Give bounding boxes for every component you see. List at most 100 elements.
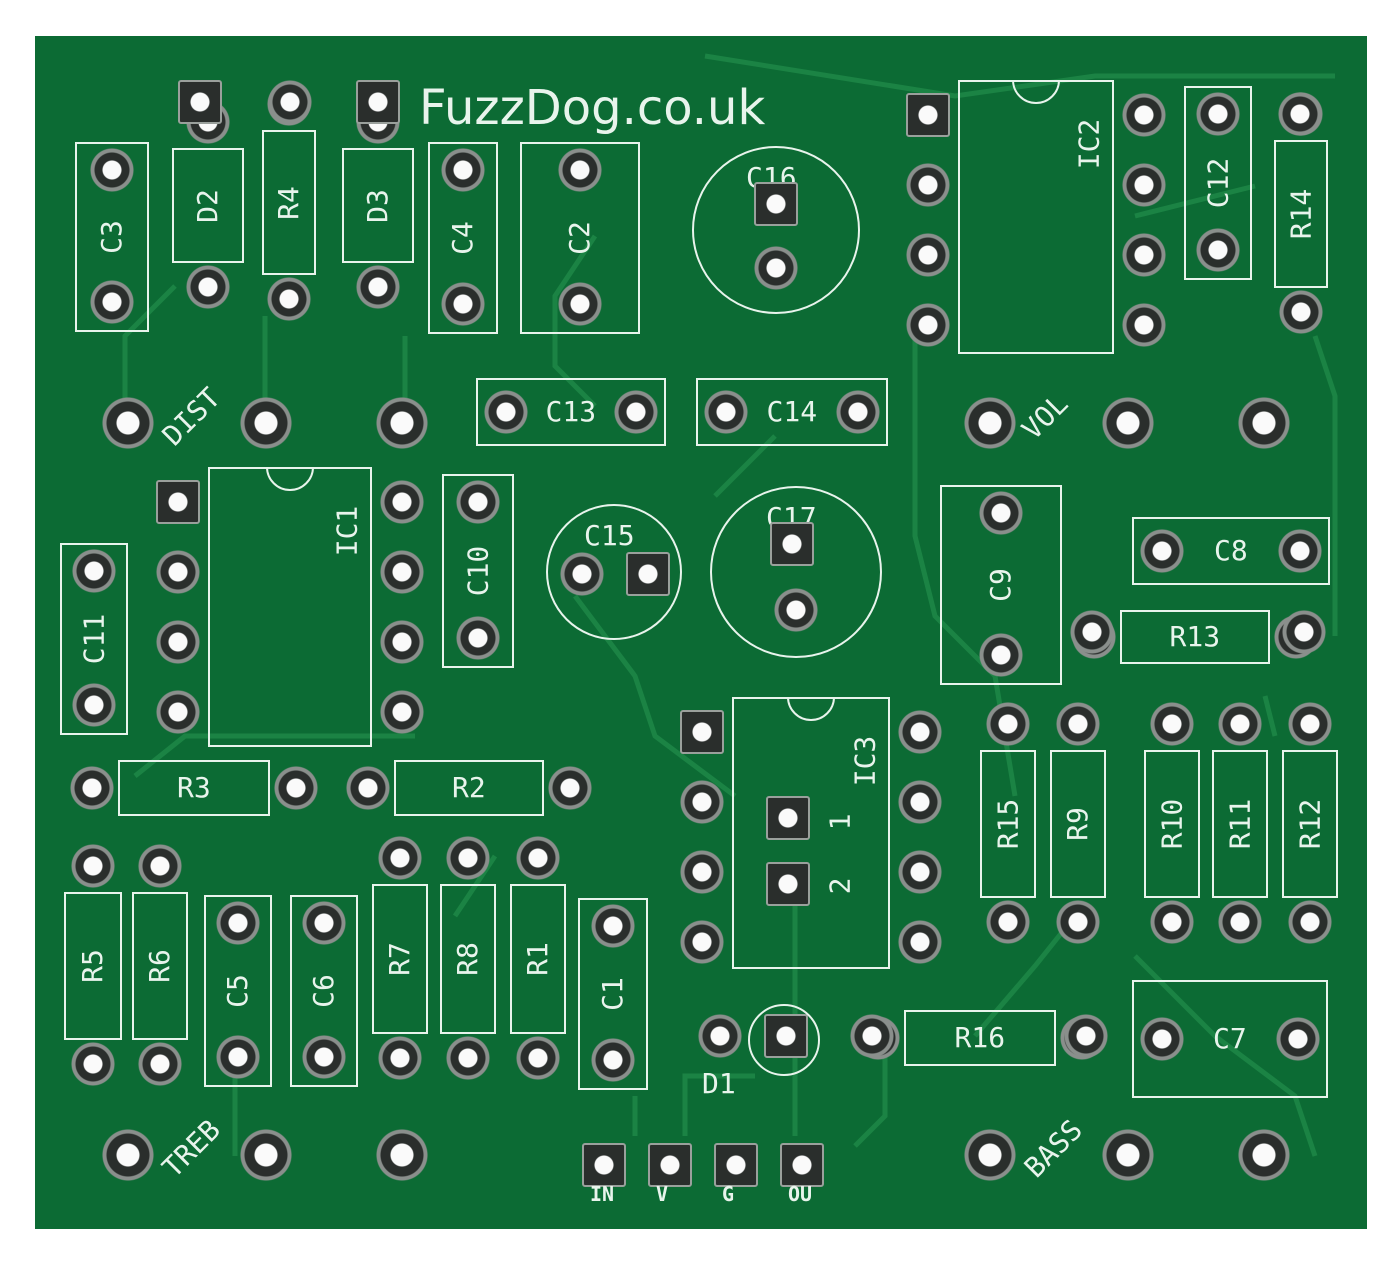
solder-pad	[898, 780, 942, 824]
part-outline-r8	[440, 884, 496, 1034]
solder-pad	[72, 549, 116, 593]
solder-pad	[72, 683, 116, 727]
solder-pad	[1140, 529, 1184, 573]
solder-pad	[1101, 1128, 1155, 1182]
solder-pad	[186, 265, 230, 309]
part-label: R3	[177, 771, 211, 804]
part-label: R7	[382, 942, 416, 976]
ic-label: IC1	[330, 505, 364, 557]
solder-pad	[558, 282, 602, 326]
part-outline-c10	[442, 474, 514, 668]
solder-pad	[156, 690, 200, 734]
solder-pad	[156, 550, 200, 594]
solder-pad	[979, 491, 1023, 535]
solder-pad	[680, 920, 724, 964]
solder-pad	[906, 93, 950, 137]
solder-pad	[239, 396, 293, 450]
part-label: R6	[142, 949, 176, 983]
solder-pad	[698, 1014, 742, 1058]
part-outline-r14	[1274, 140, 1328, 288]
solder-pad	[446, 1036, 490, 1080]
part-outline-d2	[172, 148, 244, 263]
ic-label: IC3	[848, 735, 882, 787]
header-pin-label: G	[722, 1182, 735, 1206]
part-outline-r6	[132, 892, 188, 1040]
solder-pad	[1218, 900, 1262, 944]
solder-pad	[346, 766, 390, 810]
part-outline-c11	[60, 543, 128, 735]
solder-pad	[375, 1128, 429, 1182]
part-label: C14	[766, 395, 818, 428]
solder-pad	[614, 390, 658, 434]
part-label: R1	[520, 942, 554, 976]
solder-pad	[898, 850, 942, 894]
solder-pad	[582, 1143, 626, 1187]
solder-pad	[1237, 1128, 1291, 1182]
header-pin-label: OU	[788, 1182, 813, 1206]
solder-pad	[456, 616, 500, 660]
solder-pad	[680, 850, 724, 894]
solder-pad	[986, 900, 1030, 944]
solder-pad	[216, 901, 260, 945]
solder-pad	[898, 920, 942, 964]
solder-pad	[380, 690, 424, 734]
part-label: R8	[450, 942, 484, 976]
solder-pad	[101, 1128, 155, 1182]
electrolytic-outline	[546, 504, 682, 640]
part-outline-c12	[1184, 86, 1252, 280]
part-outline-r12	[1282, 750, 1338, 898]
part-outline-r3	[118, 760, 270, 816]
part-outline-c3	[75, 142, 149, 332]
solder-pad	[1196, 228, 1240, 272]
electrolytic-outline	[692, 146, 860, 314]
part-outline-r1	[510, 884, 566, 1034]
solder-pad	[1056, 702, 1100, 746]
part-label: C13	[545, 395, 597, 428]
solder-pad	[680, 710, 724, 754]
solder-pad	[90, 280, 134, 324]
electrolytic-outline	[710, 486, 882, 658]
solder-pad	[770, 522, 814, 566]
solder-pad	[648, 1143, 692, 1187]
header-pin-label: IN	[590, 1182, 615, 1206]
part-outline-c14	[696, 378, 888, 446]
solder-pad	[1279, 290, 1323, 334]
part-label: R11	[1222, 798, 1256, 850]
solder-pad	[898, 710, 942, 754]
part-outline-r10	[1144, 750, 1200, 898]
solder-pad	[850, 1014, 894, 1058]
part-outline-d3	[342, 148, 414, 263]
part-label: D3	[360, 188, 394, 223]
solder-pad	[963, 1128, 1017, 1182]
part-label: R15	[990, 798, 1024, 850]
solder-pad	[754, 246, 798, 290]
solder-pad	[274, 766, 318, 810]
part-outline-r5	[64, 892, 122, 1040]
solder-pad	[548, 766, 592, 810]
part-outline-r13	[1120, 610, 1270, 664]
solder-pad	[704, 390, 748, 434]
solder-pad	[267, 277, 311, 321]
cap-label: C15	[584, 519, 635, 552]
solder-pad	[1056, 900, 1100, 944]
solder-pad	[1122, 163, 1166, 207]
part-label: R9	[1060, 807, 1094, 841]
solder-pad	[754, 182, 798, 226]
part-label: C9	[983, 568, 1017, 602]
solder-pad	[70, 766, 114, 810]
solder-pad	[591, 1038, 635, 1082]
solder-pad	[906, 233, 950, 277]
solder-pad	[774, 588, 818, 632]
part-outline-c6	[290, 895, 358, 1087]
part-label: D2	[190, 188, 224, 223]
solder-pad	[1122, 93, 1166, 137]
part-label: C10	[460, 545, 494, 597]
solder-pad	[456, 480, 500, 524]
part-label: R5	[75, 949, 109, 983]
brand-text: FuzzDog.co.uk	[419, 80, 766, 136]
solder-pad	[138, 1042, 182, 1086]
solder-pad	[780, 1143, 824, 1187]
solder-pad	[380, 550, 424, 594]
part-outline-c4	[428, 142, 498, 334]
solder-pad	[375, 396, 429, 450]
